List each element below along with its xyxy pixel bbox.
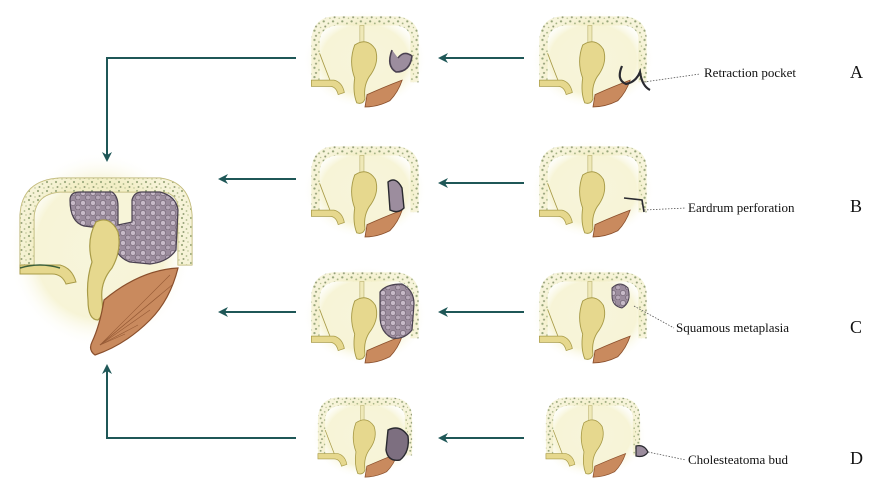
row-c xyxy=(303,266,655,365)
letter-a: A xyxy=(850,62,863,83)
ear-c-stage xyxy=(303,266,427,365)
large-ear-cholesteatoma xyxy=(8,152,192,355)
metaplasia-mass xyxy=(380,284,414,338)
leader-b xyxy=(644,208,686,210)
row-a xyxy=(303,10,655,109)
ear-d-initial xyxy=(539,392,648,479)
label-retraction-pocket: Retraction pocket xyxy=(704,65,796,81)
ear-c-initial xyxy=(531,266,655,365)
letter-d: D xyxy=(850,448,863,469)
letter-c: C xyxy=(850,317,862,338)
arrow-a-to-large xyxy=(107,58,296,160)
leader-d xyxy=(648,452,686,460)
label-cholesteatoma-bud: Cholesteatoma bud xyxy=(688,452,788,468)
ear-a-initial xyxy=(531,10,655,109)
ear-b-stage xyxy=(303,140,427,239)
ear-a-stage xyxy=(303,10,427,109)
arrow-d-to-large xyxy=(107,366,296,438)
row-b xyxy=(303,140,655,239)
leader-a xyxy=(644,74,700,82)
row-d xyxy=(311,392,648,479)
leader-lines xyxy=(634,74,700,460)
bud-small xyxy=(636,446,648,457)
label-squamous-metaplasia: Squamous metaplasia xyxy=(676,320,789,336)
metaplasia-patch xyxy=(612,284,629,308)
label-eardrum-perforation: Eardrum perforation xyxy=(688,200,794,216)
letter-b: B xyxy=(850,196,862,217)
bud-large xyxy=(386,428,408,460)
ear-b-initial xyxy=(531,140,655,239)
ear-d-stage xyxy=(311,392,420,479)
